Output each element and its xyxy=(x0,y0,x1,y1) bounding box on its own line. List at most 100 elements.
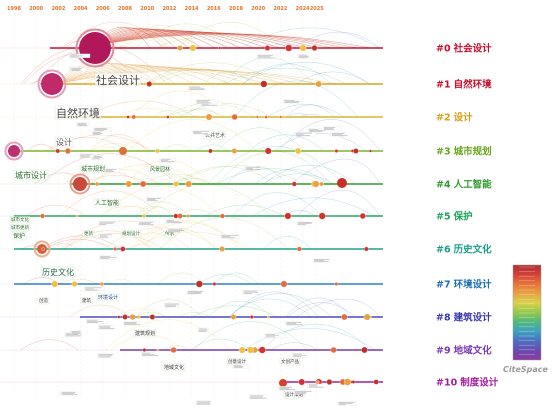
keyword-label-bg xyxy=(11,231,27,241)
citation-arc xyxy=(94,32,320,49)
keyword-label: 地域文化 xyxy=(164,364,184,371)
keyword-node xyxy=(40,213,45,219)
citation-arc xyxy=(127,244,159,250)
citation-arc xyxy=(54,67,267,85)
citation-arc xyxy=(190,338,251,351)
keyword-node xyxy=(334,149,339,153)
keyword-node xyxy=(142,214,146,218)
keyword-label: 城市设计 xyxy=(15,170,47,180)
citation-arc xyxy=(104,319,232,351)
citation-arc xyxy=(295,71,370,85)
citation-arc xyxy=(152,110,184,118)
citation-arc xyxy=(216,151,332,185)
cluster-name: 制度设计 xyxy=(460,377,499,389)
keyword-node xyxy=(143,82,147,86)
citation-arc xyxy=(137,206,173,217)
keyword-label: 创造 xyxy=(39,297,48,304)
keyword-node xyxy=(260,80,268,88)
keyword-node xyxy=(146,81,153,87)
keyword-node xyxy=(189,44,197,52)
keyword-label-bg xyxy=(37,297,50,305)
citation-arc xyxy=(167,109,226,118)
citation-arc xyxy=(135,178,158,185)
keyword-label: 人工智能 xyxy=(95,199,119,207)
keyword-label-bg xyxy=(93,198,121,208)
citation-arc xyxy=(204,204,285,217)
year-tick: 2004 xyxy=(74,6,88,12)
cluster-name: 人工智能 xyxy=(454,179,493,191)
cluster-id: #2 xyxy=(436,113,451,124)
citation-arc xyxy=(94,33,359,49)
citation-arc xyxy=(128,119,257,152)
year-tick: 2020 xyxy=(251,6,265,12)
keyword-node xyxy=(186,214,190,218)
citation-arc xyxy=(157,272,206,285)
citation-arc xyxy=(94,30,255,49)
keyword-label-bg xyxy=(279,358,301,366)
citation-arc xyxy=(226,166,288,185)
keyword-node xyxy=(312,180,320,188)
cluster-id: #1 xyxy=(436,80,451,91)
citation-arc xyxy=(60,220,191,250)
keyword-node xyxy=(142,348,147,352)
citation-arc xyxy=(20,339,79,351)
citation-arc xyxy=(63,233,165,250)
keyword-node xyxy=(173,213,179,219)
keyword-node xyxy=(279,379,287,387)
keyword-node xyxy=(285,44,293,52)
citation-arc xyxy=(229,293,332,318)
keyword-node xyxy=(343,378,351,386)
keyword-node xyxy=(55,148,61,154)
citation-arc xyxy=(54,65,231,85)
keyword-node xyxy=(238,346,246,354)
citation-arc xyxy=(183,107,220,118)
citation-arc xyxy=(47,243,79,250)
citation-arc xyxy=(156,38,232,49)
year-tick: 2002 xyxy=(51,6,65,12)
citation-arc xyxy=(287,112,309,118)
keyword-label: 城市规划 xyxy=(81,165,105,173)
keyword-node xyxy=(129,314,136,320)
keyword-labels: 社会设计自然环境设计公共艺术城市规划城市设计风景园林人工智能城市文化城市更新保护… xyxy=(9,53,357,406)
keyword-node xyxy=(205,113,213,121)
tiny-label-box xyxy=(307,383,328,388)
year-tick: 2014 xyxy=(185,6,199,12)
keyword-node xyxy=(51,280,59,288)
citation-arc xyxy=(143,174,209,185)
citation-arc xyxy=(130,90,233,118)
keyword-node xyxy=(231,148,238,154)
citation-arc xyxy=(191,305,277,318)
keyword-node xyxy=(231,113,238,121)
keyword-node xyxy=(264,45,271,51)
keyword-node xyxy=(341,313,348,321)
citation-arc xyxy=(274,133,367,152)
year-tick: 1998 xyxy=(7,6,21,12)
citation-arc xyxy=(54,68,303,85)
cluster-id: #5 xyxy=(436,212,451,223)
keyword-label: 更新 xyxy=(84,230,93,237)
keyword-label: 设计策略 xyxy=(285,391,303,398)
citation-arc xyxy=(94,32,333,49)
keyword-node xyxy=(318,212,326,220)
keyword-node xyxy=(299,44,307,52)
cluster-name: 设计 xyxy=(454,112,474,124)
citation-arc xyxy=(144,62,280,85)
citation-arc xyxy=(203,71,253,85)
keyword-label-bg xyxy=(203,131,227,140)
citation-arc xyxy=(263,235,312,250)
keyword-node xyxy=(311,45,318,51)
cluster-name: 社会设计 xyxy=(453,43,493,55)
keyword-node xyxy=(218,46,222,50)
keyword-node xyxy=(113,247,118,251)
keyword-node xyxy=(337,178,347,188)
tiny-label-box xyxy=(84,286,105,291)
keyword-node xyxy=(195,280,203,288)
keyword-node xyxy=(249,315,254,319)
citation-arc xyxy=(44,239,113,250)
citation-arc xyxy=(130,231,252,250)
citation-arc xyxy=(134,201,190,217)
citation-arc xyxy=(94,31,294,49)
